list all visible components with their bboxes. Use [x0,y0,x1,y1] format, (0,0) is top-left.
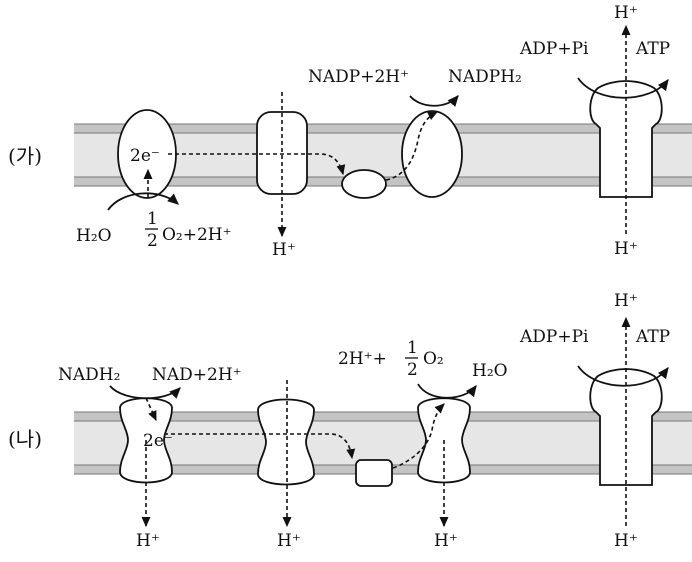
fraction-denominator-a: 2 [147,231,158,251]
oxygen-reduction-arrow [417,383,477,399]
electron-path-b [164,433,356,460]
atp-label-a: ATP [635,39,670,59]
nadp-reactants-label: NADP+2H⁺ [308,67,409,87]
nadp-reduction-arrow [409,95,459,107]
h2o-label-b: H₂O [472,361,508,381]
h-plus-top-right-a: H⁺ [614,3,638,23]
fraction-denominator-b: 2 [407,360,418,380]
fraction-half-a: 1 2 [145,209,158,251]
nad-products-label: NAD+2H⁺ [152,365,242,385]
electrons-label-b: 2e⁻ [143,431,173,451]
complex-3 [257,398,315,486]
nadph2-label: NADPH₂ [448,67,522,87]
ferredoxin-carrier [341,169,387,199]
h-plus-b4: H⁺ [614,531,638,551]
h-plus-top-right-b: H⁺ [614,291,638,311]
water-split-arrow [107,192,179,211]
h-plus-reactant-label: 2H⁺+ [338,349,387,369]
nadh-oxidation-arrow [109,385,181,400]
fraction-half-b: 1 2 [405,338,418,380]
electron-to-oxygen-arrow [392,403,445,469]
panel-a-label: (가) [8,144,42,168]
h-plus-b2: H⁺ [277,531,301,551]
electron-to-nadp-arrow [385,111,439,181]
cytochrome-complex-a [256,111,308,195]
o2-label-b: O₂ [423,349,444,369]
panel-b-label: (나) [8,427,42,451]
photosystem-1 [401,110,463,198]
h-plus-b3: H⁺ [434,531,458,551]
nadh2-label: NADH₂ [58,365,120,385]
atp-label-b: ATP [635,327,670,347]
h-plus-bottom-right-a: H⁺ [614,239,638,259]
atp-synthesis-arrow-b [577,365,669,387]
fraction-numerator-b: 1 [407,338,418,358]
h-plus-b1: H⁺ [136,531,160,551]
cytochrome-c-carrier [355,459,393,487]
adp-pi-label-a: ADP+Pi [519,39,589,59]
electrons-label-a: 2e⁻ [130,146,160,166]
fraction-numerator-a: 1 [147,209,158,229]
h2o-label-a: H₂O [76,226,112,246]
atp-synthesis-arrow-a [577,77,669,99]
panel-a: (가) 2e⁻ H₂O 1 2 O₂+2H⁺ H⁺ NADP+2H⁺ NADPH… [8,3,692,260]
adp-pi-label-b: ADP+Pi [519,327,589,347]
o2-2h-label-a: O₂+2H⁺ [162,225,232,245]
panel-b: (나) 2e⁻ NADH₂ NAD+2H⁺ H⁺ H⁺ 2H⁺+ 1 2 O₂ … [8,291,692,551]
h-plus-bottom-left-a: H⁺ [272,240,296,260]
